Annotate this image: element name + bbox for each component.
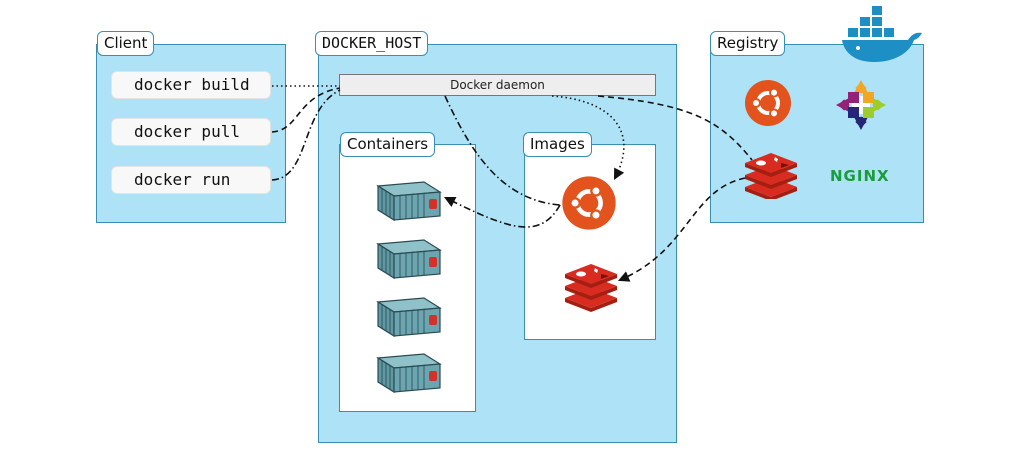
pull-connector [271,87,341,133]
container-icon [376,297,442,338]
container-icon [376,181,442,222]
container-icon [376,353,442,394]
ubuntu-image-icon [562,176,616,230]
docker-pull-command: docker pull [112,119,270,145]
registry-title: Registry [710,31,786,56]
docker-whale-icon [842,6,922,62]
daemon-to-registry-connector [597,95,753,161]
image-to-container-connector [443,196,561,228]
images-title: Images [523,132,592,157]
redis-icon [745,153,797,199]
registry-panel [710,44,924,223]
ubuntu-icon [745,80,791,126]
docker-host-title: DOCKER_HOST [315,31,429,56]
docker-daemon-bar: Docker daemon [339,74,656,96]
docker-build-command: docker build [112,72,270,98]
client-title: Client [97,31,155,56]
daemon-to-image-connector [551,95,625,180]
daemon-to-container-connector [444,95,561,206]
nginx-logo: NGINX [830,167,890,185]
run-connector [271,89,341,181]
redis-image-icon [565,264,617,312]
docker-run-command: docker run [112,167,270,193]
centos-icon [836,80,886,130]
container-icon [376,239,442,280]
containers-title: Containers [340,132,436,157]
registry-to-image-connector [617,177,746,282]
